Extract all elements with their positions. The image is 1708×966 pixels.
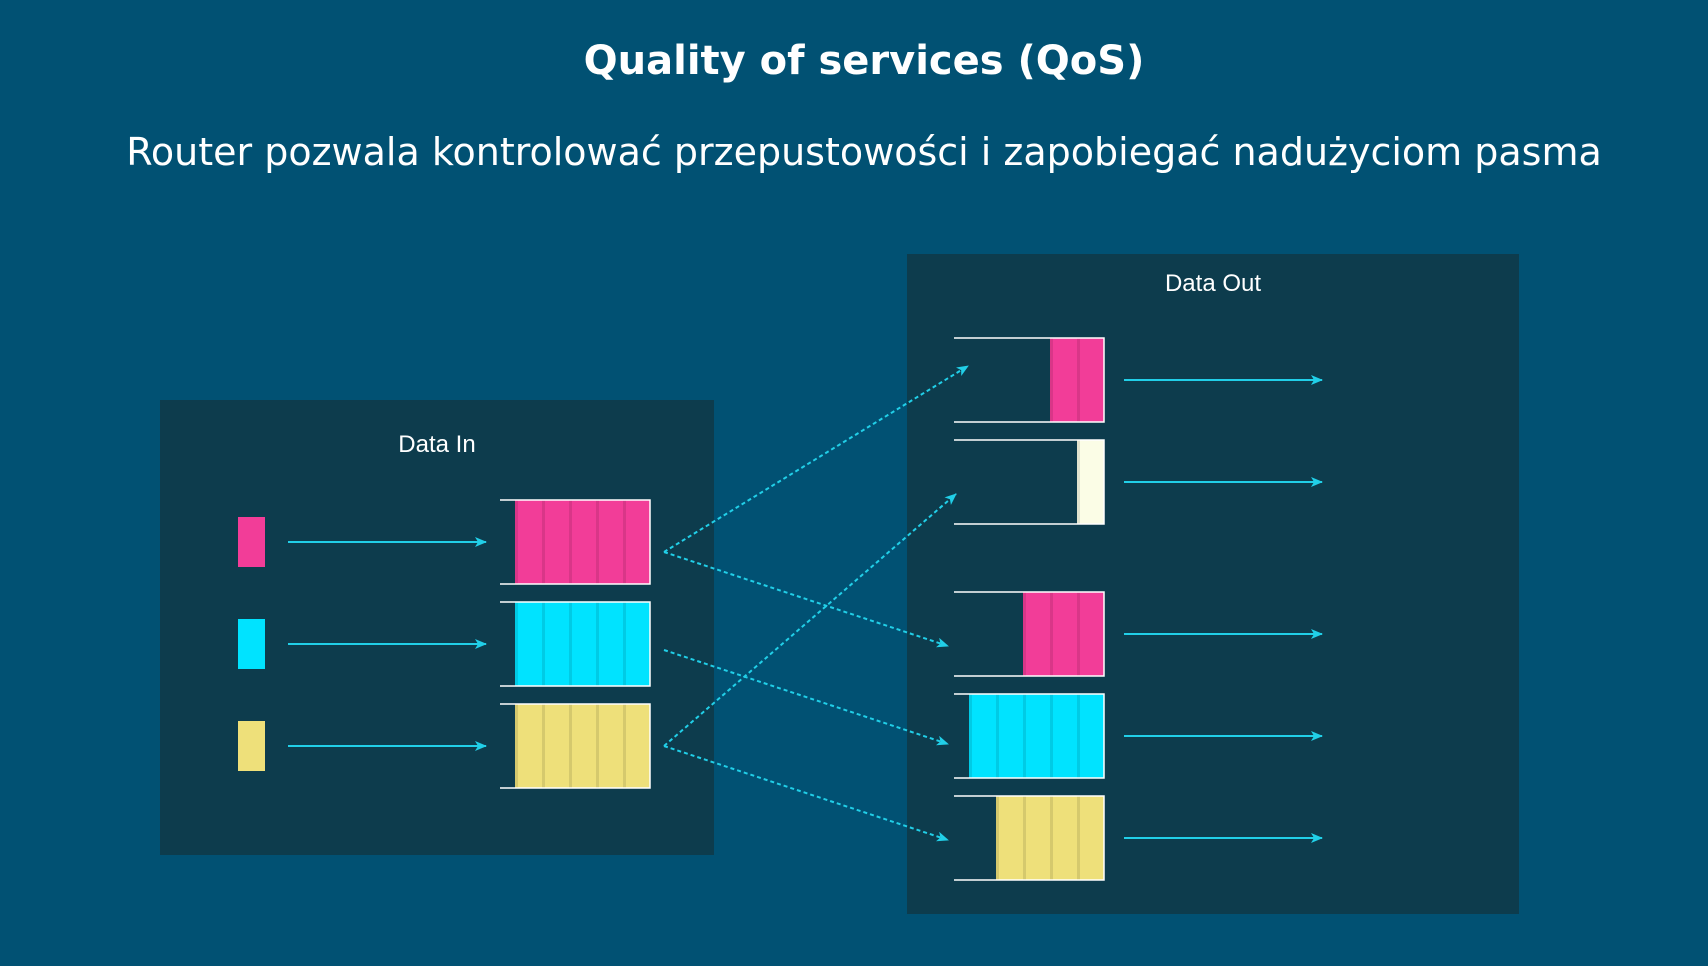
page-title: Quality of services (QoS) [583, 38, 1145, 84]
data-in-queue-2-cell-shade [515, 602, 518, 686]
data-out-queue-4-cell [1050, 694, 1077, 778]
data-in-sources [238, 517, 487, 771]
data-out-queue-4-cell-shade [1050, 694, 1053, 778]
data-out-queue-3 [954, 591, 1105, 677]
data-in-label: Data In [398, 431, 475, 458]
data-out-queue-1-cell-shade [1050, 338, 1053, 422]
data-in-queue-2-cell-shade [623, 602, 626, 686]
data-in-queue-2-cell [623, 602, 650, 686]
data-out-queue-1-cell-shade [1077, 338, 1080, 422]
data-out-queue-5-cell-shade [1050, 796, 1053, 880]
data-out-queue-4-cell-shade [1023, 694, 1026, 778]
data-out-queue-5-cell-shade [996, 796, 999, 880]
routing-arrow-5 [663, 745, 949, 842]
data-out-label: Data Out [1165, 270, 1261, 297]
data-out-queue-3-cell [1077, 592, 1104, 676]
data-out-queue-4-cell [969, 694, 996, 778]
routing-arrow-2 [663, 551, 949, 648]
data-in-queue-1 [500, 499, 651, 585]
data-in-queue-1-outline [500, 499, 651, 585]
data-out-queue-3-cell-shade [1023, 592, 1026, 676]
data-out-queue-3-outline [954, 591, 1105, 677]
source-packet-3 [238, 721, 265, 771]
data-in-queue-2-cell [542, 602, 569, 686]
data-in-queue-2-cell [569, 602, 596, 686]
data-out-queue-2-outline [954, 439, 1105, 525]
routing-arrow-1 [663, 365, 969, 553]
data-in-queue-3-cell-shade [596, 704, 599, 788]
data-out-queue-4-cell-shade [996, 694, 999, 778]
data-out-queues [954, 337, 1323, 881]
data-out-queue-5-cell [1050, 796, 1077, 880]
data-in-queue-1-cell-shade [569, 500, 572, 584]
data-in-queue-2-cell [515, 602, 542, 686]
data-in-queue-2-cell-shade [569, 602, 572, 686]
data-in-queue-2-cell-shade [596, 602, 599, 686]
data-in-queue-1-cell-shade [596, 500, 599, 584]
data-out-queue-3-cell [1023, 592, 1050, 676]
data-out-queue-1-outline [954, 337, 1105, 423]
data-in-queue-1-cell-shade [515, 500, 518, 584]
data-in-queue-3-cell [596, 704, 623, 788]
data-in-queue-3-cell-shade [542, 704, 545, 788]
data-in-queue-2-outline [500, 601, 651, 687]
data-in-queue-1-cell-shade [542, 500, 545, 584]
data-out-queue-5-cell-shade [1077, 796, 1080, 880]
data-out-queue-5-outline [954, 795, 1105, 881]
data-out-queue-2 [954, 439, 1105, 525]
data-out-queue-2-cell [1077, 440, 1104, 524]
data-in-queue-3-cell [623, 704, 650, 788]
data-out-queue-4 [954, 693, 1105, 779]
data-in-queue-1-cell [596, 500, 623, 584]
page-subtitle: Router pozwala kontrolować przepustowośc… [126, 130, 1602, 174]
data-out-queue-3-cell-shade [1050, 592, 1053, 676]
data-out-queue-4-outline [954, 693, 1105, 779]
data-in-queue-3-cell [542, 704, 569, 788]
source-packet-1 [238, 517, 265, 567]
data-in-queue-2-cell-shade [542, 602, 545, 686]
data-in-queue-3-cell-shade [623, 704, 626, 788]
data-out-queue-5 [954, 795, 1105, 881]
data-out-queue-2-cell-shade [1077, 440, 1080, 524]
data-in-queue-3-outline [500, 703, 651, 789]
source-packet-2 [238, 619, 265, 669]
data-in-queue-1-cell [515, 500, 542, 584]
data-in-queue-2-cell [596, 602, 623, 686]
data-in-queue-3-cell [515, 704, 542, 788]
data-out-queue-4-cell [1023, 694, 1050, 778]
data-in-queue-3-cell-shade [569, 704, 572, 788]
data-out-queue-1-cell [1050, 338, 1077, 422]
data-out-queue-4-cell-shade [969, 694, 972, 778]
routing-arrow-3 [663, 649, 949, 746]
routing-connectors [663, 365, 969, 842]
data-in-queue-1-cell [569, 500, 596, 584]
data-in-queue-3 [500, 703, 651, 789]
data-in-queue-3-cell [569, 704, 596, 788]
data-in-queue-1-cell [623, 500, 650, 584]
data-in-queue-1-cell-shade [623, 500, 626, 584]
data-out-queue-5-cell-shade [1023, 796, 1026, 880]
data-in-queues [500, 499, 651, 789]
data-out-queue-3-cell-shade [1077, 592, 1080, 676]
data-in-queue-1-cell [542, 500, 569, 584]
data-out-queue-4-cell [996, 694, 1023, 778]
data-out-queue-1-cell [1077, 338, 1104, 422]
routing-arrow-4 [663, 493, 957, 747]
data-out-queue-4-cell-shade [1077, 694, 1080, 778]
data-out-queue-5-cell [1077, 796, 1104, 880]
data-out-queue-4-cell [1077, 694, 1104, 778]
data-out-queue-1 [954, 337, 1105, 423]
data-out-queue-5-cell [1023, 796, 1050, 880]
data-out-queue-3-cell [1050, 592, 1077, 676]
data-out-queue-5-cell [996, 796, 1023, 880]
data-in-queue-2 [500, 601, 651, 687]
data-in-queue-3-cell-shade [515, 704, 518, 788]
